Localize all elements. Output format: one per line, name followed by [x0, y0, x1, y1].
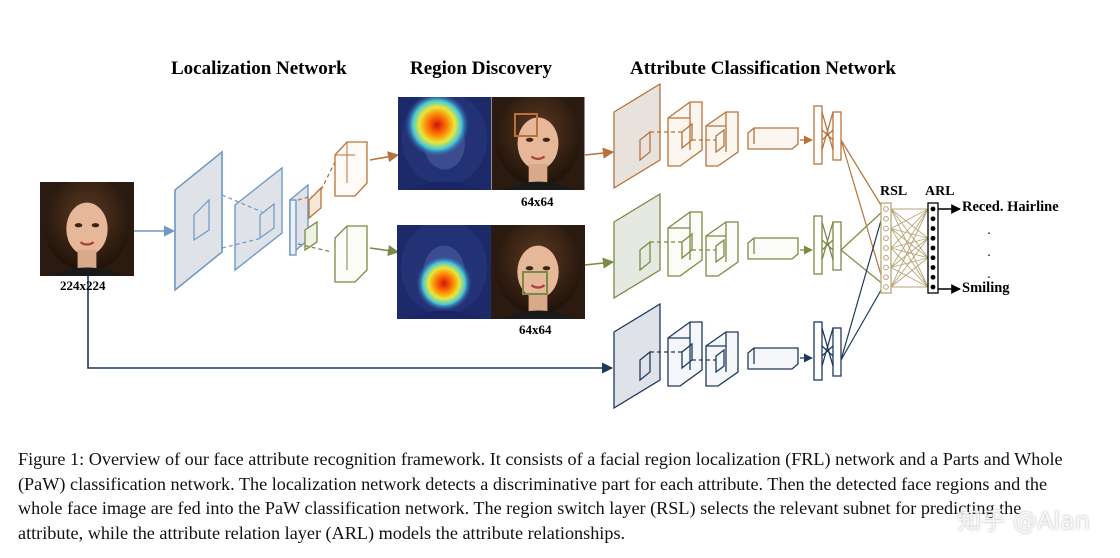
heatmap-mid — [397, 225, 491, 319]
rsl-arl-edge — [890, 208, 929, 239]
orange-branch — [297, 141, 400, 220]
subnet-to-rsl-lines — [840, 139, 885, 361]
rsl-arl-edge — [890, 237, 929, 288]
rsl-node — [883, 284, 889, 290]
output-ellipsis: ··· — [986, 227, 992, 286]
rsl-arl-edge — [890, 208, 929, 288]
localization-network-title: Localization Network — [171, 58, 347, 79]
arl-node — [930, 245, 936, 251]
crop-size-label-mid: 64x64 — [519, 322, 552, 337]
arl-label: ARL — [925, 184, 955, 199]
arl-node — [930, 216, 936, 222]
output-label-last: Smiling — [962, 280, 1010, 296]
rsl-arl-edge — [890, 208, 929, 229]
rsl-arl-edge — [890, 237, 929, 249]
arl-node — [930, 284, 936, 290]
input-size-label: 224x224 — [60, 278, 106, 293]
rsl-node — [883, 264, 889, 271]
rsl-arl-edge — [890, 228, 929, 288]
output-label-first: Reced. Hairline — [962, 199, 1059, 215]
framework-diagram — [0, 82, 961, 410]
whole-face-skip-arrow — [87, 276, 614, 374]
arrow-orange-into-classifier — [584, 147, 615, 159]
rsl-node — [883, 254, 889, 261]
green-classifier-subnet — [613, 192, 842, 300]
input-face-image — [40, 177, 134, 276]
crop-size-label-top: 64x64 — [521, 194, 554, 209]
arrow-green-into-classifier — [584, 257, 615, 269]
rsl-arl-edge — [890, 228, 929, 239]
localization-kernels — [134, 194, 275, 249]
rsl-node — [883, 215, 889, 222]
localization-conv-layers — [174, 150, 309, 292]
rsl-arl-edge — [890, 208, 929, 268]
rsl-label: RSL — [880, 184, 908, 199]
arl-layer — [927, 202, 939, 294]
figure-caption: Figure 1: Overview of our face attribute… — [18, 449, 1063, 543]
rsl-arl-edge — [890, 208, 929, 249]
rsl-arl-edge — [890, 267, 929, 288]
region-discovery-title: Region Discovery — [410, 58, 552, 79]
crop-face-mid — [491, 220, 585, 319]
arl-node — [930, 265, 936, 270]
rsl-node — [883, 245, 889, 251]
rsl-arl-edge — [890, 247, 929, 288]
rsl-arl-edge — [890, 237, 929, 268]
heatmap-top — [398, 97, 491, 190]
rsl-node — [883, 235, 889, 242]
rsl-node — [883, 206, 889, 212]
navy-classifier-subnet — [613, 302, 842, 410]
orange-classifier-subnet — [613, 82, 842, 190]
arl-node — [930, 255, 936, 261]
rsl-layer — [880, 202, 892, 294]
green-branch — [297, 220, 400, 283]
rsl-arl-edge — [890, 257, 929, 288]
arl-node — [930, 235, 936, 241]
arl-node — [930, 226, 936, 231]
crop-face-top — [492, 92, 585, 190]
rsl-node — [883, 225, 889, 232]
rsl-arl-connections — [890, 208, 929, 288]
attribute-classification-title: Attribute Classification Network — [630, 58, 896, 79]
rsl-node — [883, 274, 889, 281]
arl-node — [930, 206, 936, 212]
arl-node — [930, 274, 936, 280]
watermark: 知乎 @Alan — [957, 507, 1090, 535]
